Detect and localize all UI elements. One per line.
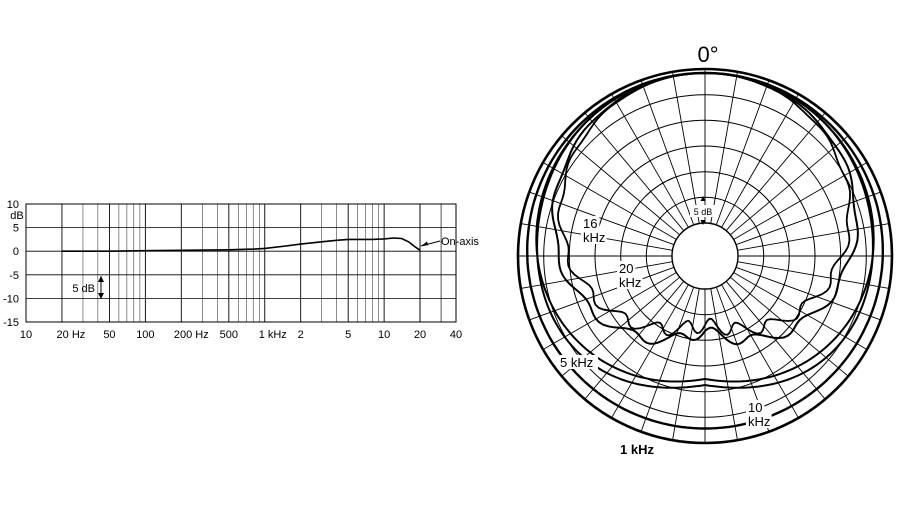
x-tick-label: 10 bbox=[20, 329, 32, 341]
y-tick-label: -15 bbox=[3, 317, 19, 329]
y-unit-label: dB bbox=[10, 210, 23, 222]
x-tick-label: 10 bbox=[378, 329, 390, 341]
plot-frame bbox=[25, 203, 457, 323]
y-tick-labels: 10 5 0 -5 -10 -15 bbox=[3, 199, 19, 329]
x-tick-label: 2 bbox=[298, 329, 304, 341]
on-axis-annotation: On-axis bbox=[420, 236, 479, 248]
scale-marker: 5 dB bbox=[72, 276, 104, 299]
x-tick-label: 500 bbox=[220, 329, 238, 341]
on-axis-response-line bbox=[61, 237, 421, 252]
y-tick-label: -10 bbox=[3, 293, 19, 305]
on-axis-label: On-axis bbox=[441, 236, 479, 248]
x-tick-label: 20 bbox=[414, 329, 426, 341]
y-tick-label: 0 bbox=[13, 246, 19, 258]
x-tick-label: 5 bbox=[345, 329, 351, 341]
y-tick-label: -5 bbox=[9, 270, 19, 282]
x-tick-label: 20 Hz bbox=[57, 329, 86, 341]
y-tick-label: 10 bbox=[7, 199, 19, 211]
x-tick-label: 200 Hz bbox=[174, 329, 209, 341]
scale-marker-label: 5 dB bbox=[72, 283, 95, 295]
y-tick-label: 5 bbox=[13, 223, 19, 235]
x-tick-labels: 10 20 Hz 50 100 200 Hz 500 1 kHz 2 5 10 20 40 bbox=[20, 329, 462, 341]
x-tick-label: 40 bbox=[450, 329, 462, 341]
frequency-grid bbox=[25, 203, 457, 323]
x-tick-label: 1 kHz bbox=[259, 329, 287, 341]
x-tick-label: 100 bbox=[136, 329, 154, 341]
x-tick-label: 50 bbox=[103, 329, 115, 341]
